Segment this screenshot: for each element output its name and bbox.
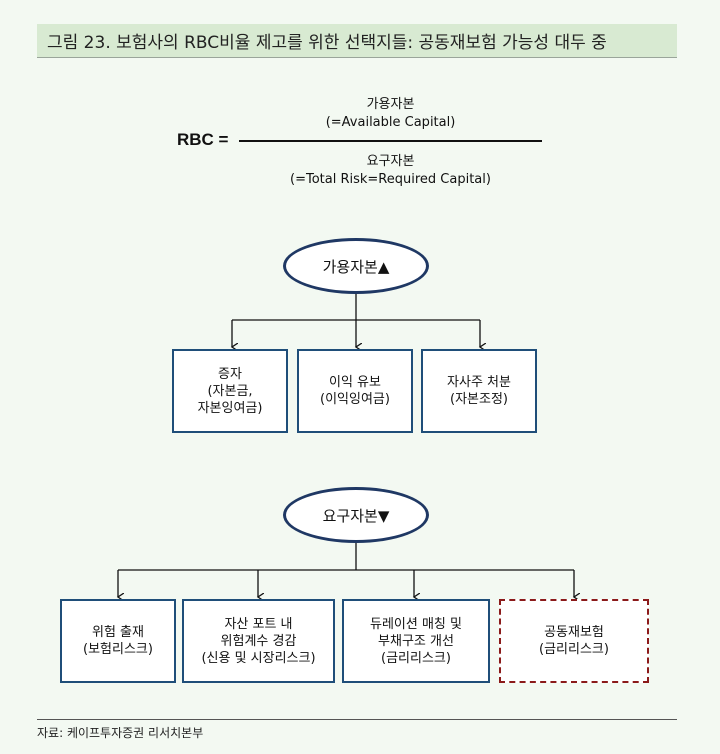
box-line: (신용 및 시장리스크) <box>201 650 316 666</box>
risk-transfer-box: 위험 출재 (보험리스크) <box>60 599 176 683</box>
risk-factor-reduction-box: 자산 포트 내 위험계수 경감 (신용 및 시장리스크) <box>182 599 335 683</box>
formula-label: RBC = <box>177 130 229 149</box>
treasury-stock-box: 자사주 처분 (자본조정) <box>421 349 537 433</box>
box-line: (금리리스크) <box>539 642 609 657</box>
figure-title-text: 그림 23. 보험사의 RBC비율 제고를 위한 선택지들: 공동재보험 가능성… <box>47 33 607 53</box>
numerator-english: (=Available Capital) <box>325 115 456 130</box>
title-divider <box>37 57 677 58</box>
figure-title: 그림 23. 보험사의 RBC비율 제고를 위한 선택지들: 공동재보험 가능성… <box>37 24 677 57</box>
source-note: 자료: 케이프투자증권 리서치본부 <box>37 726 204 740</box>
footer-divider <box>37 719 677 720</box>
available-capital-node: 가용자본▲ <box>283 238 429 294</box>
box-line: 자산 포트 내 <box>224 616 293 632</box>
box-line: 증자 <box>218 366 242 382</box>
denominator-english: (=Total Risk=Required Capital) <box>290 172 491 187</box>
required-capital-node: 요구자본▼ <box>283 487 429 543</box>
box-line: 자사주 처분 <box>447 375 511 390</box>
required-capital-label: 요구자본▼ <box>322 506 390 525</box>
box-line: (자본조정) <box>450 392 508 407</box>
coinsurance-box: 공동재보험 (금리리스크) <box>499 599 649 683</box>
box-line: 부채구조 개선 <box>378 633 454 649</box>
box-line: 듀레이션 매칭 및 <box>370 616 462 632</box>
box-line: 자본잉여금) <box>197 400 263 416</box>
denominator-korean: 요구자본 <box>366 154 415 169</box>
box-line: 위험 출재 <box>92 625 144 640</box>
box-line: (금리리스크) <box>381 650 451 666</box>
retained-earnings-box: 이익 유보 (이익잉여금) <box>297 349 413 433</box>
box-line: 공동재보험 <box>544 625 604 640</box>
numerator-korean: 가용자본 <box>366 97 415 112</box>
fraction-line <box>239 140 542 142</box>
box-line: (이익잉여금) <box>320 392 390 407</box>
duration-matching-box: 듀레이션 매칭 및 부채구조 개선 (금리리스크) <box>342 599 490 683</box>
box-line: 이익 유보 <box>329 375 381 390</box>
available-capital-label: 가용자본▲ <box>322 257 390 276</box>
capital-increase-box: 증자 (자본금, 자본잉여금) <box>172 349 288 433</box>
box-line: (자본금, <box>207 383 253 399</box>
box-line: (보험리스크) <box>83 642 153 657</box>
box-line: 위험계수 경감 <box>220 633 297 649</box>
